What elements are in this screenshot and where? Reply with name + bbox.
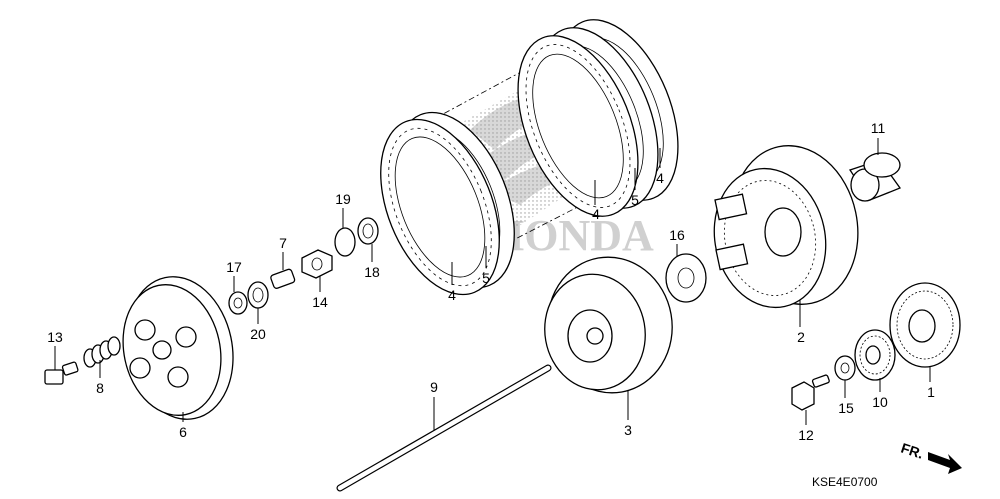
front-label: FR. [899,440,925,462]
thrust-washer-16 [665,253,707,303]
callout-8: 8 [96,380,104,396]
clutch-spring [83,336,121,368]
callout-4-middle: 4 [592,206,600,222]
callouts: 1 2 3 4 4 4 5 5 6 7 8 9 10 11 12 13 14 1… [47,120,935,443]
washer-15 [834,355,856,381]
nut-14 [301,249,333,279]
callout-7: 7 [279,235,287,251]
clutch-center [544,256,673,394]
callout-4-front: 4 [448,287,456,303]
clutch-plate-stack-front [380,111,515,296]
gear-10 [854,329,896,381]
pressure-plate [122,276,234,420]
front-direction-indicator: FR. [899,440,962,474]
lock-washer-19 [334,227,356,257]
bolt-12 [791,374,830,411]
front-arrow-icon [928,452,962,474]
callout-10: 10 [872,394,888,410]
washer-17 [228,291,248,315]
callout-15: 15 [838,400,854,416]
lifter-hardware [228,217,379,315]
collar-11 [848,152,902,202]
callout-18: 18 [364,264,380,280]
bolt-13 [44,361,79,385]
push-rod [336,364,552,492]
callout-11: 11 [871,120,886,136]
callout-3: 3 [624,422,632,438]
clutch-plate-stack-rear [517,19,679,217]
callout-9: 9 [430,379,438,395]
callout-1: 1 [927,384,935,400]
callout-12: 12 [798,427,814,443]
diagram-code: KSE4E0700 [812,475,878,489]
callout-20: 20 [250,326,266,342]
leader-lines [54,138,931,430]
washer-18 [357,217,379,245]
bearing-20 [247,281,269,309]
callout-5-rear: 5 [631,192,639,208]
clutch-outer [713,145,859,309]
callout-5-front: 5 [482,270,490,286]
callout-16: 16 [669,227,685,243]
callout-4-rear: 4 [656,170,664,186]
callout-13: 13 [47,329,63,345]
lifter-rod-7 [270,268,296,289]
gear-1 [889,282,961,368]
callout-2: 2 [797,329,805,345]
callout-6: 6 [179,424,187,440]
callout-17: 17 [226,259,242,275]
callout-19: 19 [335,191,351,207]
callout-14: 14 [312,294,328,310]
